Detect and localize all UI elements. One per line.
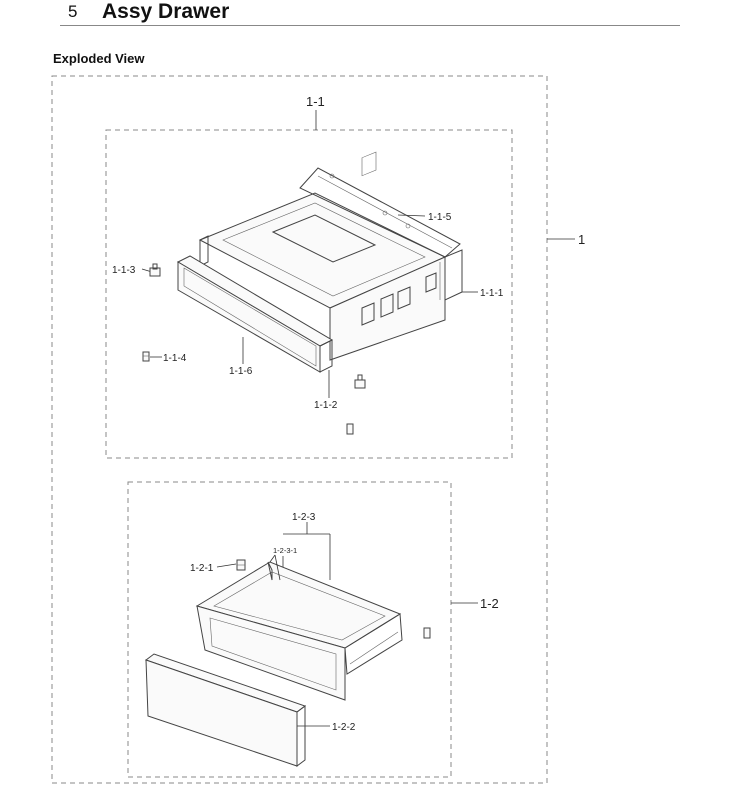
label-1-1-4: 1-1-4 <box>163 353 187 364</box>
section-number: 5 <box>68 2 78 21</box>
housing-assembly <box>142 151 463 435</box>
view-title: Exploded View <box>53 51 145 66</box>
section-title: Assy Drawer <box>102 0 230 23</box>
label-1-2-3: 1-2-3 <box>292 512 316 523</box>
housing-top-recess <box>271 214 377 263</box>
header-rule <box>60 25 680 26</box>
label-1-1-5: 1-1-5 <box>428 212 452 223</box>
bracket-loose <box>346 423 354 435</box>
label-1: 1 <box>578 232 585 247</box>
label-1-1-3: 1-1-3 <box>112 265 136 276</box>
page-header: 5 Assy Drawer <box>0 0 750 28</box>
slide-foot-1-1-3 <box>149 263 161 277</box>
slide-1-2-1 <box>236 559 246 571</box>
assembly-frame-1-2 <box>127 481 452 778</box>
label-1-1-6: 1-1-6 <box>229 366 253 377</box>
label-1-2-2: 1-2-2 <box>332 722 356 733</box>
housing-right-wall <box>329 256 446 361</box>
label-1-1-2: 1-1-2 <box>314 400 338 411</box>
bracket-1-1-4 <box>142 351 150 362</box>
label-1-2: 1-2 <box>480 596 499 611</box>
bracket-right <box>423 627 431 639</box>
assembly-frame-1-1 <box>105 129 513 459</box>
label-1-2-1: 1-2-1 <box>190 563 214 574</box>
assembly-frame-outer <box>51 75 548 784</box>
drawer-front-panel <box>145 659 298 767</box>
slide-foot-1-1-2 <box>354 374 366 389</box>
label-1-1-1: 1-1-1 <box>480 288 504 299</box>
tray-front <box>196 605 346 701</box>
label-1-1: 1-1 <box>306 94 325 109</box>
label-1-2-3-1: 1-2-3-1 <box>273 546 297 555</box>
drawer-tray-assembly <box>144 554 431 767</box>
